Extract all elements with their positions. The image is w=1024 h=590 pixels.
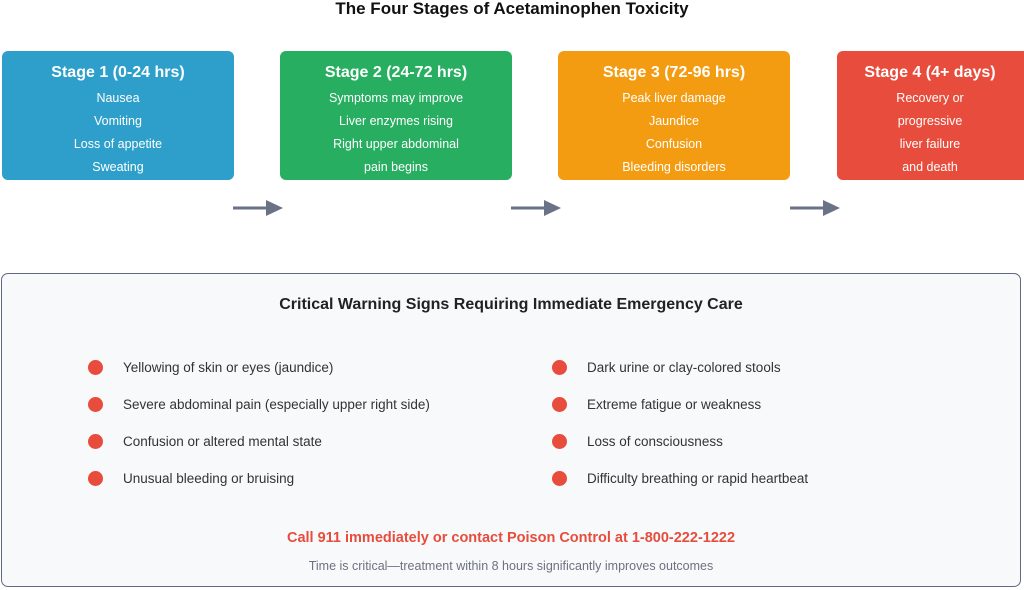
warning-sign-item: Extreme fatigue or weakness [552,394,761,414]
emergency-call-text: Call 911 immediately or contact Poison C… [286,530,736,546]
warning-sign-item: Difficulty breathing or rapid heartbeat [552,468,808,488]
stage-4-outcome: liver failure [899,137,961,151]
arrow-right-icon [511,200,561,216]
warning-sign-text: Unusual bleeding or bruising [123,470,295,486]
stage-2-symptom: pain begins [364,160,428,174]
warning-sign-text: Difficulty breathing or rapid heartbeat [587,470,809,486]
stage-1-symptom: Nausea [96,91,140,105]
stage-1-symptom: Vomiting [94,114,142,128]
stage-3-symptom: Bleeding disorders [622,160,726,174]
warning-sign-text: Dark urine or clay-colored stools [587,359,781,375]
warning-title: Critical Warning Signs Requiring Immedia… [279,296,743,313]
warning-sign-text: Severe abdominal pain (especially upper … [123,396,430,412]
stage-4-outcome: and death [902,160,958,174]
stage-4-box: Stage 4 (4+ days) Recovery or progressiv… [837,51,1024,180]
stage-2-symptom: Liver enzymes rising [339,114,453,128]
bullet-dot-icon [88,396,103,412]
stage-4-outcome: progressive [897,114,963,128]
stage-2-symptom: Symptoms may improve [328,91,464,105]
stage-3-symptom: Jaundice [648,114,700,128]
stage-1-symptom: Loss of appetite [73,137,163,151]
stage-3-symptom: Confusion [645,137,703,151]
stage-1-box: Stage 1 (0-24 hrs) Nausea Vomiting Loss … [2,51,234,180]
stage-2-title: Stage 2 (24-72 hrs) [324,64,468,81]
warning-sign-text: Confusion or altered mental state [123,433,322,449]
bullet-dot-icon [552,433,567,449]
stage-3-title: Stage 3 (72-96 hrs) [602,64,746,81]
bullet-dot-icon [552,359,567,375]
warning-sign-text: Yellowing of skin or eyes (jaundice) [123,359,334,375]
warning-sign-item: Severe abdominal pain (especially upper … [88,394,430,414]
warning-sign-item: Confusion or altered mental state [88,431,322,451]
bullet-dot-icon [88,433,103,449]
warning-panel: Critical Warning Signs Requiring Immedia… [1,273,1021,587]
bullet-dot-icon [552,396,567,412]
page-title: The Four Stages of Acetaminophen Toxicit… [335,0,689,18]
arrow-right-icon [790,200,840,216]
stage-1-title: Stage 1 (0-24 hrs) [51,64,185,81]
stage-2-symptom: Right upper abdominal [333,137,459,151]
warning-sign-text: Loss of consciousness [587,433,723,449]
bullet-dot-icon [552,470,567,486]
stage-4-outcome: Recovery or [896,91,964,105]
bullet-dot-icon [88,470,103,486]
stage-3-box: Stage 3 (72-96 hrs) Peak liver damage Ja… [558,51,790,180]
stage-2-box: Stage 2 (24-72 hrs) Symptoms may improve… [280,51,512,180]
arrow-right-icon [233,200,283,216]
warning-sign-item: Unusual bleeding or bruising [88,468,294,488]
stage-3-symptom: Peak liver damage [622,91,726,105]
stage-1-symptom: Sweating [92,160,144,174]
bullet-dot-icon [88,359,103,375]
warning-sign-item: Yellowing of skin or eyes (jaundice) [88,357,333,377]
warning-sign-text: Extreme fatigue or weakness [587,396,762,412]
warning-sign-item: Dark urine or clay-colored stools [552,357,781,377]
warning-sign-item: Loss of consciousness [552,431,723,451]
stage-4-title: Stage 4 (4+ days) [864,64,996,81]
time-critical-note: Time is critical—treatment within 8 hour… [308,559,714,573]
